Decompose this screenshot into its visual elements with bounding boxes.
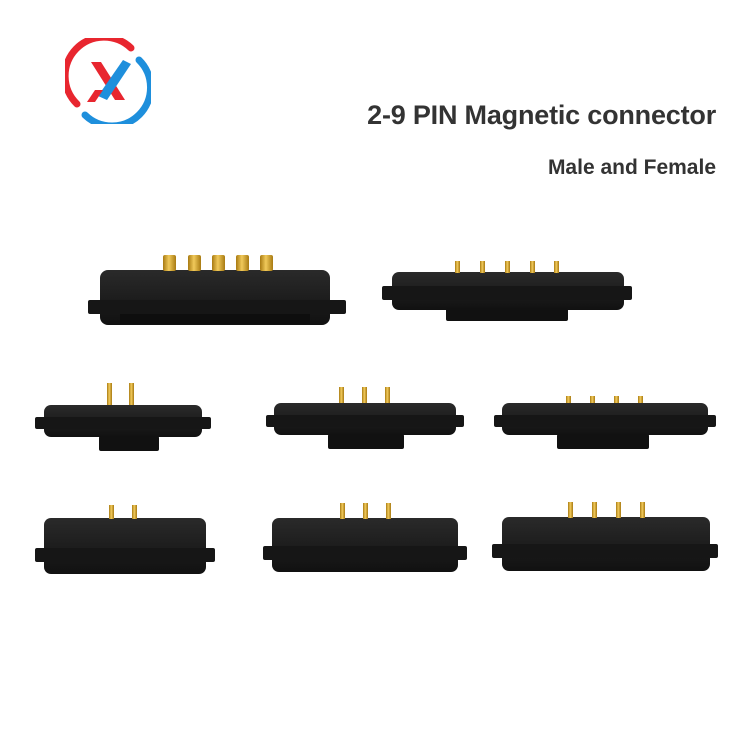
connector-3-pin-female: [263, 503, 467, 572]
brand-logo: [65, 38, 151, 124]
page-subtitle: Male and Female: [547, 156, 716, 179]
page-title: 2-9 PIN Magnetic connector: [367, 100, 716, 130]
connector-5-pin-male: [382, 261, 632, 321]
connector-2-pin-female: [35, 505, 215, 574]
connector-4-pin-male: [494, 396, 716, 449]
connector-2-pin-male: [35, 383, 211, 451]
gold-pins: [566, 396, 643, 403]
logo-k-red-arm: [87, 90, 103, 102]
logo-ring-blue: [81, 56, 151, 124]
gold-pins: [455, 261, 559, 273]
connector-5-pin-female-large: [88, 255, 346, 325]
connector-4-pin-female: [492, 502, 718, 571]
logo-x-red-stroke: [91, 62, 125, 100]
logo-x-blue-stroke: [98, 60, 131, 100]
gold-pins: [163, 255, 273, 271]
gold-pins: [568, 502, 645, 518]
gold-pins: [107, 383, 134, 405]
gold-pins: [109, 505, 137, 519]
gold-pins: [340, 503, 391, 519]
connector-3-pin-male: [266, 387, 464, 449]
logo-ring-red: [65, 38, 135, 108]
gold-pins: [339, 387, 390, 403]
